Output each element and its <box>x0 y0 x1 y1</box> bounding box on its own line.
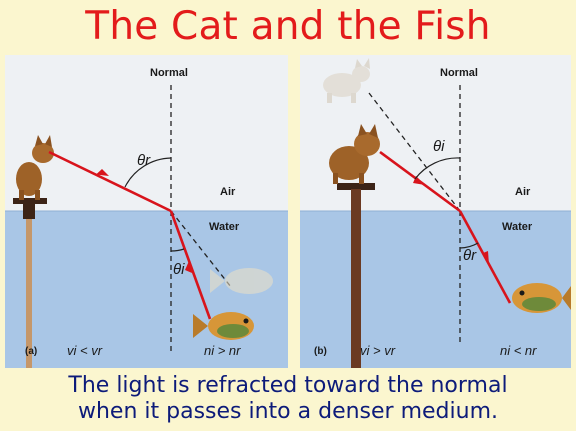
panel-b-air-label: Air <box>515 186 531 198</box>
panel-divider <box>288 55 300 368</box>
panel-b-normal-label: Normal <box>440 67 478 79</box>
panel-b: Normal Air Water θi θr (b) vi > vr ni < … <box>300 55 571 368</box>
panel-a-air-label: Air <box>220 186 236 198</box>
panel-b-label: (b) <box>314 346 327 357</box>
panel-b-speed-relation: vi > vr <box>360 343 396 358</box>
panel-b-water-label: Water <box>502 221 533 233</box>
slide-title: The Cat and the Fish <box>0 2 576 52</box>
panel-a-air-region <box>5 55 288 211</box>
panel-b-index-relation: ni < nr <box>500 343 537 358</box>
panel-b-angle-bottom-label: θr <box>463 247 477 264</box>
panel-a-index-relation: ni > nr <box>204 343 241 358</box>
panel-a-normal-label: Normal <box>150 67 188 79</box>
panel-a-angle-bottom-label: θi <box>173 261 185 278</box>
caption-line-1: The light is refracted toward the normal <box>0 373 576 399</box>
panel-a-speed-relation: vi < vr <box>67 343 103 358</box>
panel-b-angle-top-label: θi <box>433 138 445 155</box>
caption-line-2: when it passes into a denser medium. <box>0 399 576 425</box>
panel-a-angle-top-label: θr <box>137 152 151 169</box>
panel-a: Normal Air Water θr θi (a) vi < vr ni > … <box>5 55 288 368</box>
panel-a-label: (a) <box>25 346 37 357</box>
panel-a-water-label: Water <box>209 221 240 233</box>
refraction-figure: Normal Air Water θr θi (a) vi < vr ni > … <box>5 55 571 368</box>
